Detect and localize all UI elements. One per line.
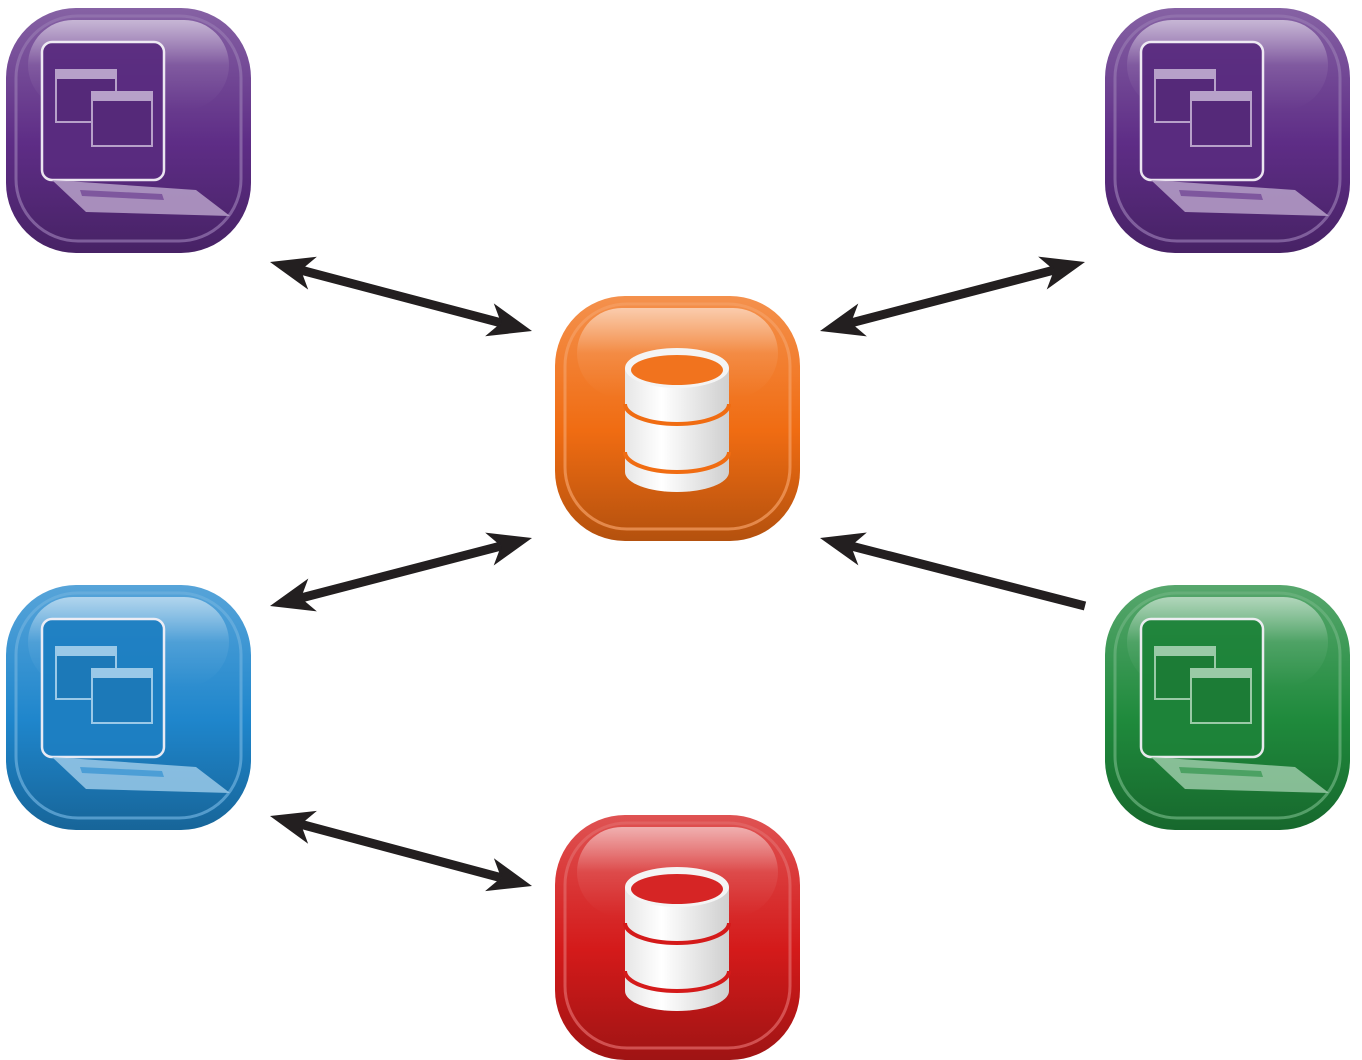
- arrow-shaft: [299, 265, 503, 328]
- node-rim: [1113, 591, 1342, 820]
- node-database-center: [555, 296, 800, 541]
- arrow-laptop-top-right-to-database-center: [820, 256, 1085, 337]
- arrow-head: [485, 303, 532, 337]
- laptop-icon: [1139, 617, 1329, 793]
- arrow-head: [270, 810, 317, 844]
- arrow-shaft: [299, 819, 503, 883]
- arrow-laptop-bottom-right-to-database-center: [820, 532, 1087, 611]
- node-database-bottom: [555, 815, 800, 1060]
- nodes-layer: [6, 8, 1350, 1060]
- node-rim: [14, 14, 243, 243]
- node-laptop-bottom-right: [1105, 585, 1350, 830]
- database-icon: [623, 348, 731, 492]
- arrow-head: [820, 303, 867, 337]
- node-rim: [14, 591, 243, 820]
- arrow-head: [270, 256, 317, 290]
- laptop-icon: [40, 40, 230, 216]
- laptop-icon: [40, 617, 230, 793]
- node-rim: [563, 821, 792, 1050]
- arrow-head: [485, 532, 532, 566]
- database-icon: [623, 867, 731, 1011]
- arrow-head: [485, 858, 532, 892]
- arrow-head: [270, 578, 317, 612]
- edges-layer: [270, 256, 1087, 892]
- node-rim: [1113, 14, 1342, 243]
- arrow-shaft: [299, 541, 503, 603]
- node-laptop-top-left: [6, 8, 251, 253]
- node-rim: [563, 302, 792, 531]
- arrow-laptop-bottom-left-to-database-center: [270, 532, 532, 612]
- laptop-icon: [1139, 40, 1329, 216]
- arrow-head: [1038, 256, 1085, 290]
- node-laptop-bottom-left: [6, 585, 251, 830]
- arrow-laptop-bottom-left-to-database-bottom: [270, 810, 532, 892]
- node-laptop-top-right: [1105, 8, 1350, 253]
- arrow-head: [820, 532, 867, 566]
- arrow-shaft: [849, 541, 1087, 611]
- arrow-laptop-top-left-to-database-center: [270, 256, 532, 337]
- arrow-shaft: [849, 265, 1056, 328]
